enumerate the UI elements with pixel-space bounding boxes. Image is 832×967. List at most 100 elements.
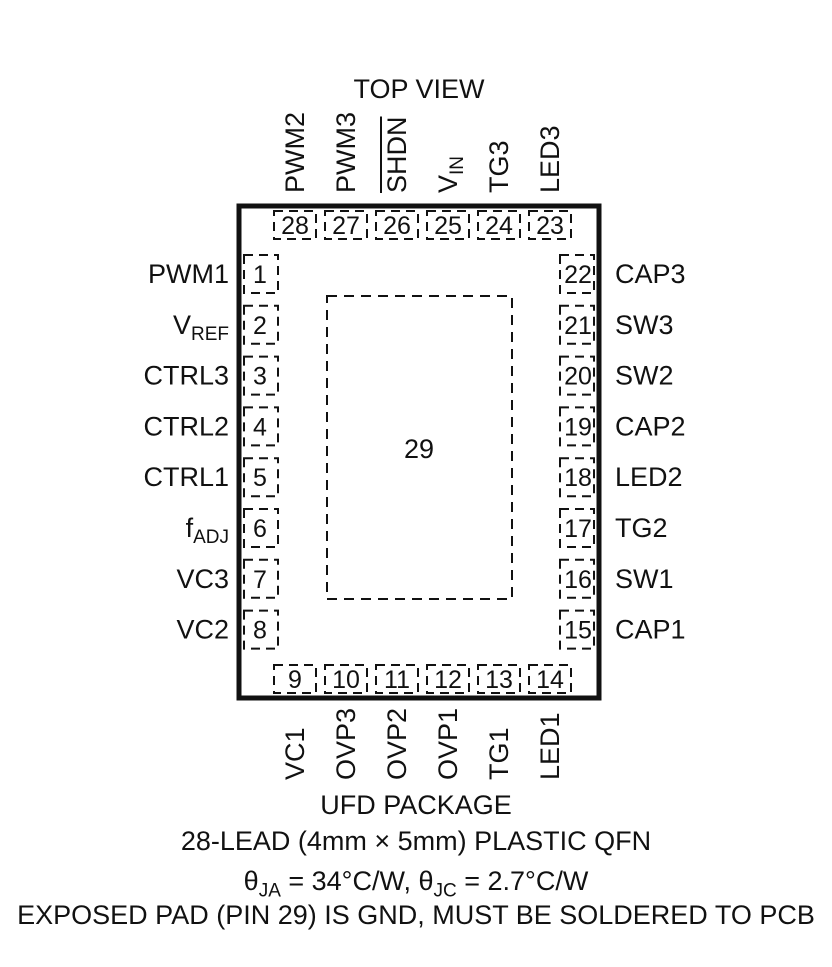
pin-label-6-subscript: ADJ [193, 527, 229, 548]
pin-number-17: 17 [564, 515, 592, 543]
package-outline [236, 203, 602, 701]
pin-number-16: 16 [564, 566, 592, 594]
pin-number-5: 5 [253, 464, 267, 492]
theta-jc-value: = 2.7°C/W [456, 866, 589, 896]
pin-number-4: 4 [253, 413, 267, 441]
pin-number-26: 26 [383, 212, 411, 240]
pin-label-15-text: CAP1 [615, 615, 686, 645]
pin-number-1: 1 [253, 261, 267, 289]
pin-pad-23 [528, 210, 572, 240]
pin-number-19: 19 [564, 413, 592, 441]
pin-label-25-subscript: IN [447, 156, 468, 175]
pin-number-15: 15 [564, 617, 592, 645]
pin-label-9-text: VC1 [280, 727, 310, 780]
pin-label-3-text: CTRL3 [143, 361, 229, 391]
pin-pad-24 [477, 210, 521, 240]
pin-pad-13 [477, 664, 521, 694]
pin-label-8-text: VC2 [176, 615, 229, 645]
pin-number-24: 24 [485, 212, 513, 240]
pin-pad-28 [273, 210, 317, 240]
pin-number-18: 18 [564, 464, 592, 492]
package-description: 28-LEAD (4mm × 5mm) PLASTIC QFN [180, 826, 652, 856]
thermal-resistance: θJA = 34°C/W, θJC = 2.7°C/W [0, 866, 832, 902]
pin-pad-11 [375, 664, 419, 694]
pin-label-5-text: CTRL1 [143, 462, 229, 492]
pin-number-23: 23 [536, 212, 564, 240]
pin-pad-8 [243, 609, 279, 650]
pin-label-1: PWM1 [148, 259, 229, 289]
pin-label-23: LED3 [535, 125, 565, 193]
pin-pad-4 [243, 406, 279, 447]
pin-label-21-text: SW3 [615, 310, 674, 340]
pin-label-11: OVP2 [382, 708, 412, 780]
pin-label-16-text: SW1 [615, 564, 674, 594]
pin-label-7: VC3 [176, 564, 229, 594]
pin-label-14: LED1 [535, 712, 565, 780]
pin-label-1-text: PWM1 [148, 259, 229, 289]
pin-label-2-subscript: REF [191, 324, 229, 345]
pin-label-22-text: CAP3 [615, 259, 686, 289]
pin-pad-22 [559, 254, 595, 294]
pin-number-2: 2 [253, 312, 267, 340]
pin-label-25-text: V [433, 175, 463, 193]
pin-number-21: 21 [564, 312, 592, 340]
pin-label-26-text: SHDN [382, 116, 412, 193]
pin-label-11-text: OVP2 [382, 708, 412, 780]
pin-label-4: CTRL2 [143, 411, 229, 441]
pin-pad-20 [559, 355, 595, 396]
pin-pad-15 [559, 609, 595, 650]
pin-number-11: 11 [384, 666, 410, 694]
pin-label-12: OVP1 [433, 708, 463, 780]
pin-label-28-text: PWM2 [280, 112, 310, 193]
theta-jc-symbol: θ [418, 866, 434, 896]
exposed-pad-number: 29 [404, 434, 434, 464]
pin-pad-18 [559, 457, 595, 498]
pin-label-6: fADJ [186, 513, 229, 548]
pin-label-19-text: CAP2 [615, 411, 686, 441]
pin-label-23-text: LED3 [535, 125, 565, 193]
pin-pad-5 [243, 457, 279, 498]
pin-number-25: 25 [434, 212, 462, 240]
pin-label-20-text: SW2 [615, 361, 674, 391]
pin-label-18-text: LED2 [615, 462, 683, 492]
pin-pad-7 [243, 558, 279, 599]
package-name: UFD PACKAGE [320, 790, 512, 820]
theta-ja-symbol: θ [243, 866, 259, 896]
pin-label-3: CTRL3 [143, 361, 229, 391]
pin-number-28: 28 [281, 212, 309, 240]
pin-number-20: 20 [564, 363, 592, 391]
pin-label-14-text: LED1 [535, 712, 565, 780]
pin-label-22: CAP3 [615, 259, 686, 289]
pin-pad-2 [243, 304, 279, 345]
theta-ja-value: = 34°C/W, [280, 866, 419, 896]
pin-number-12: 12 [434, 666, 462, 694]
pin-label-27-text: PWM3 [331, 112, 361, 193]
pin-number-13: 13 [485, 666, 513, 694]
pin-label-9: VC1 [280, 727, 310, 780]
pin-label-17-text: TG2 [615, 513, 668, 543]
pin-pad-12 [426, 664, 470, 694]
pin-number-27: 27 [332, 212, 360, 240]
pin-label-21: SW3 [615, 310, 674, 340]
pin-label-10: OVP3 [331, 708, 361, 780]
pin-label-13-text: TG1 [484, 727, 514, 780]
pin-label-24: TG3 [484, 140, 514, 193]
pin-label-24-text: TG3 [484, 140, 514, 193]
exposed-pad-outline [326, 295, 513, 600]
pin-label-2-text: V [173, 310, 191, 340]
pin-pad-10 [324, 664, 368, 694]
pin-number-22: 22 [564, 261, 592, 289]
pin-pad-14 [528, 664, 572, 694]
pin-pad-9 [273, 664, 317, 694]
pin-label-20: SW2 [615, 361, 674, 391]
pin-label-27: PWM3 [331, 112, 361, 193]
pin-group: 28PWM227PWM326SHDN25VIN24TG323LED39VC110… [143, 112, 685, 780]
pin-pad-17 [559, 508, 595, 548]
pin-pad-21 [559, 304, 595, 345]
pin-label-5: CTRL1 [143, 462, 229, 492]
pin-label-6-text: f [186, 513, 194, 543]
pin-pad-19 [559, 406, 595, 447]
pin-label-17: TG2 [615, 513, 668, 543]
pin-label-7-text: VC3 [176, 564, 229, 594]
